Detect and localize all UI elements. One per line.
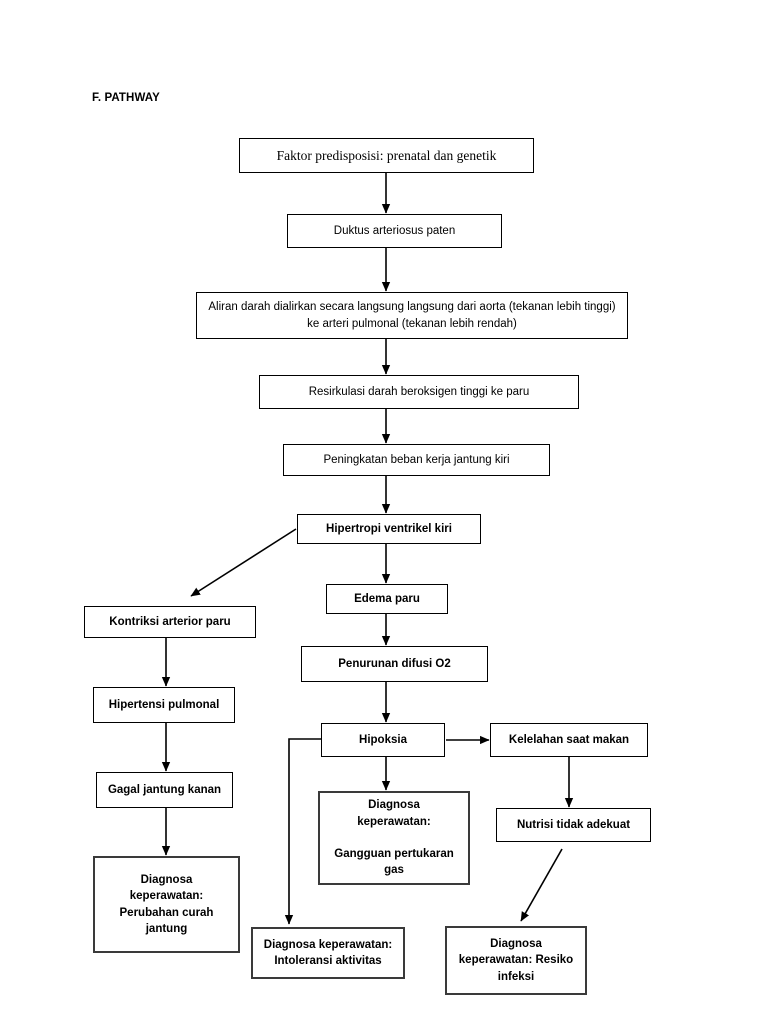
node-label: Faktor predisposisi: prenatal dan geneti… [276, 147, 497, 163]
connector-hipoksia-to-dx-intoleransi-aktivitas [284, 738, 321, 925]
page-title: F. PATHWAY [92, 92, 160, 104]
node-hipertensi-pulmonal: Hipertensi pulmonal [93, 687, 235, 723]
node-label: Kelelahan saat makan [508, 733, 630, 746]
node-dx-intoleransi-aktivitas: Diagnosa keperawatan: Intoleransi aktivi… [251, 927, 405, 979]
connector-nutrisi-tidak-adekuat-to-dx-resiko-infeksi [520, 848, 563, 922]
node-label: Duktus arteriosus paten [333, 224, 456, 237]
node-penurunan-difusi-o2: Penurunan difusi O2 [301, 646, 488, 682]
node-label: Penurunan difusi O2 [338, 657, 451, 670]
node-kelelahan-saat-makan: Kelelahan saat makan [490, 723, 648, 757]
node-aliran-darah: Aliran darah dialirkan secara langsung l… [196, 292, 628, 339]
connector-hipertropi-ventrikel-kiri-to-kontriksi-arterior-paru [190, 528, 297, 597]
node-label: Diagnosa keperawatan: Perubahan curah ja… [119, 873, 214, 935]
node-label: Hipoksia [359, 733, 407, 746]
node-label: Diagnosa keperawatan: Intoleransi aktivi… [263, 938, 393, 967]
node-nutrisi-tidak-adekuat: Nutrisi tidak adekuat [496, 808, 651, 842]
node-faktor-predisposisi: Faktor predisposisi: prenatal dan geneti… [239, 138, 534, 173]
node-label: Gagal jantung kanan [107, 783, 222, 796]
node-peningkatan-beban-kerja: Peningkatan beban kerja jantung kiri [283, 444, 550, 476]
node-dx-gangguan-pertukaran-gas: Diagnosa keperawatan: Gangguan pertukara… [318, 791, 470, 885]
node-dx-resiko-infeksi: Diagnosa keperawatan: Resiko infeksi [445, 926, 587, 995]
node-label: Hipertropi ventrikel kiri [326, 522, 452, 535]
node-label: Nutrisi tidak adekuat [516, 818, 631, 831]
node-label: Peningkatan beban kerja jantung kiri [323, 453, 510, 466]
node-gagal-jantung-kanan: Gagal jantung kanan [96, 772, 233, 808]
node-resirkulasi-darah: Resirkulasi darah beroksigen tinggi ke p… [259, 375, 579, 409]
node-duktus-arteriosus-paten: Duktus arteriosus paten [287, 214, 502, 248]
node-hipoksia: Hipoksia [321, 723, 445, 757]
node-label: Edema paru [354, 592, 420, 605]
node-hipertropi-ventrikel-kiri: Hipertropi ventrikel kiri [297, 514, 481, 544]
node-label: Aliran darah dialirkan secara langsung l… [208, 301, 616, 330]
node-label: Diagnosa keperawatan: Gangguan pertukara… [334, 799, 454, 877]
node-kontriksi-arterior-paru: Kontriksi arterior paru [84, 606, 256, 638]
node-label: Hipertensi pulmonal [108, 698, 220, 711]
node-edema-paru: Edema paru [326, 584, 448, 614]
node-label: Kontriksi arterior paru [109, 615, 231, 628]
node-label: Diagnosa keperawatan: Resiko infeksi [458, 938, 574, 983]
node-label: Resirkulasi darah beroksigen tinggi ke p… [308, 385, 530, 398]
node-dx-perubahan-curah-jantung: Diagnosa keperawatan: Perubahan curah ja… [93, 856, 240, 953]
